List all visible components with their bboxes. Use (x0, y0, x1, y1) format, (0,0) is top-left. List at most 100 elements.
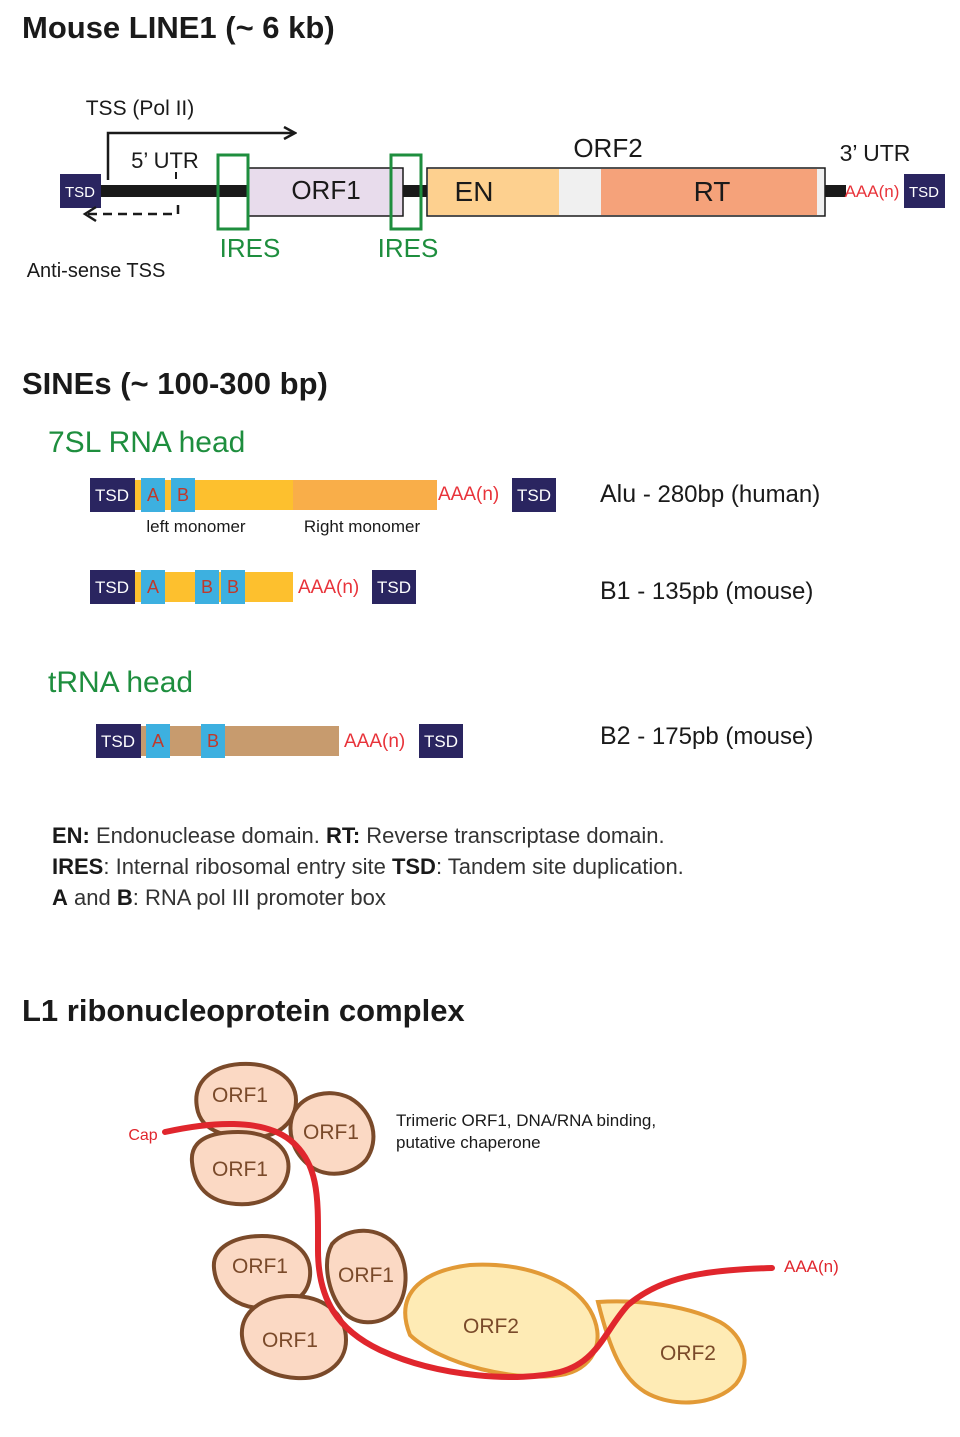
head-7sl-title: 7SL RNA head (48, 426, 246, 459)
inter-orf-backbone (402, 185, 430, 197)
alu-polya: AAA(n) (438, 484, 499, 505)
orf1-protein-5-label: ORF1 (338, 1264, 394, 1287)
orf1-protein-5 (325, 1228, 408, 1325)
orf2-protein-2 (595, 1299, 747, 1405)
en-domain (428, 169, 559, 215)
b1-a-box (141, 570, 165, 604)
legend-and: and (67, 885, 117, 910)
line1-tsd-right (904, 174, 945, 208)
rt-domain (601, 169, 817, 215)
legend-term-en: EN: (52, 823, 90, 848)
antisense-arrowhead (82, 205, 97, 223)
legend-def-en: Endonuclease domain. (89, 823, 326, 848)
orf1-protein-4 (211, 1233, 313, 1311)
alu-tsd-right-text: TSD (517, 486, 551, 505)
legend-term-rt: RT: (325, 823, 361, 848)
orf1-protein-3 (189, 1129, 291, 1207)
b1-desc: - 135pb (mouse) (637, 578, 814, 605)
alu-left-monomer-label: left monomer (146, 517, 246, 536)
legend-def-tsd: : Tandem site duplication. (435, 854, 684, 879)
alu-a-box (141, 478, 165, 512)
line1-element: TSD ORF1 EN RT ORF2 IRES IRES TSS (Pol I… (27, 97, 945, 282)
b2-desc: - 175pb (mouse) (637, 723, 814, 750)
alu-tsd-left-text: TSD (95, 486, 129, 505)
antisense-arrow-line (86, 205, 180, 216)
alu-desc: - 280bp (human) (642, 481, 821, 508)
b2-tsd-right (419, 724, 463, 758)
legend-term-ires: IRES (52, 854, 104, 879)
orf1-protein-2-label: ORF1 (303, 1121, 359, 1144)
b2-b-box (201, 724, 225, 758)
line1-tsd-left (60, 174, 101, 208)
b1-tsd-left (90, 570, 135, 604)
orf1-protein-6 (239, 1293, 349, 1381)
line1-polya: AAA(n) (845, 182, 900, 201)
sines-title: SINEs (~ 100-300 bp) (22, 366, 328, 401)
ires-box-2 (389, 153, 423, 231)
orf1-protein-3-label: ORF1 (212, 1158, 268, 1181)
legend-def-rt: Reverse transcriptase domain. (360, 823, 665, 848)
b2-a-box (146, 724, 170, 758)
b1-b-box-2-text: B (227, 577, 239, 597)
alu-label: Alu - 280bp (human) (600, 480, 820, 509)
b1-element: TSD A B B AAA(n) TSD (90, 570, 416, 604)
orf1-protein-6-label: ORF1 (262, 1329, 318, 1352)
alu-element: TSD A B AAA(n) TSD left monomer Right mo… (90, 478, 556, 536)
ires-label-2: IRES (378, 233, 439, 263)
b1-b-box-2 (221, 570, 245, 604)
legend-def-ab: : RNA pol III promoter box (132, 885, 386, 910)
rnp-polya-label: AAA(n) (784, 1257, 839, 1276)
legend-term-tsd: TSD (391, 854, 436, 879)
alu-tsd-left (90, 478, 135, 512)
b1-a-box-text: A (147, 577, 159, 597)
line1-tsd-left-text: TSD (65, 184, 95, 201)
b2-tsd-right-text: TSD (424, 732, 458, 751)
utr5-backbone (100, 185, 250, 197)
b2-body (141, 726, 339, 756)
orf2-protein-1-label: ORF2 (463, 1315, 519, 1338)
orf1-note-line1: Trimeric ORF1, DNA/RNA binding, (396, 1111, 656, 1130)
ires-label-1: IRES (220, 233, 281, 263)
tss-arrow (106, 133, 295, 180)
line1-title: Mouse LINE1 (~ 6 kb) (22, 10, 335, 45)
rnp-title: L1 ribonucleoprotein complex (22, 993, 465, 1028)
ires-box-1 (216, 153, 250, 231)
utr5-label: 5’ UTR (131, 148, 199, 173)
cap-label: Cap (128, 1127, 157, 1144)
legend-line-3: A and B: RNA pol III promoter box (52, 882, 684, 913)
b1-tsd-left-text: TSD (95, 578, 129, 597)
alu-tsd-right (512, 478, 556, 512)
b2-name: B2 (600, 722, 631, 750)
orf2-protein-1 (403, 1262, 600, 1379)
en-domain-label: EN (455, 176, 494, 207)
utr3-label: 3’ UTR (840, 140, 911, 166)
rnp-complex: ORF1 ORF1 ORF1 ORF1 ORF1 ORF1 ORF2 ORF2 … (128, 1061, 839, 1405)
b2-tsd-left (96, 724, 141, 758)
orf1-domain-label: ORF1 (291, 175, 360, 205)
alu-b-box (171, 478, 195, 512)
legend-line-2: IRES: Internal ribosomal entry site TSD:… (52, 851, 684, 882)
orf1-protein-4-label: ORF1 (232, 1255, 288, 1278)
tss-label: TSS (Pol II) (86, 97, 195, 120)
legend-line-1: EN: Endonuclease domain. RT: Reverse tra… (52, 820, 684, 851)
b1-b-box-1 (195, 570, 219, 604)
line1-tsd-right-text: TSD (909, 184, 939, 201)
rt-domain-label: RT (694, 176, 731, 207)
legend-term-a: A (52, 885, 68, 910)
b2-element: TSD A B AAA(n) TSD (96, 724, 463, 758)
legend-def-ires: : Internal ribosomal entry site (103, 854, 392, 879)
alu-right-monomer (293, 480, 437, 510)
utr3-backbone (824, 185, 846, 197)
b2-a-box-text: A (152, 731, 164, 751)
b2-polya: AAA(n) (344, 731, 405, 752)
b1-b-box-1-text: B (201, 577, 213, 597)
abbreviation-legend: EN: Endonuclease domain. RT: Reverse tra… (52, 820, 684, 913)
alu-b-box-text: B (177, 485, 189, 505)
orf2-protein-2-label: ORF2 (660, 1342, 716, 1365)
b1-polya: AAA(n) (298, 577, 359, 598)
rna-strand (162, 1121, 775, 1380)
b2-b-box-text: B (207, 731, 219, 751)
orf1-protein-2 (288, 1091, 376, 1176)
alu-a-box-text: A (147, 485, 159, 505)
